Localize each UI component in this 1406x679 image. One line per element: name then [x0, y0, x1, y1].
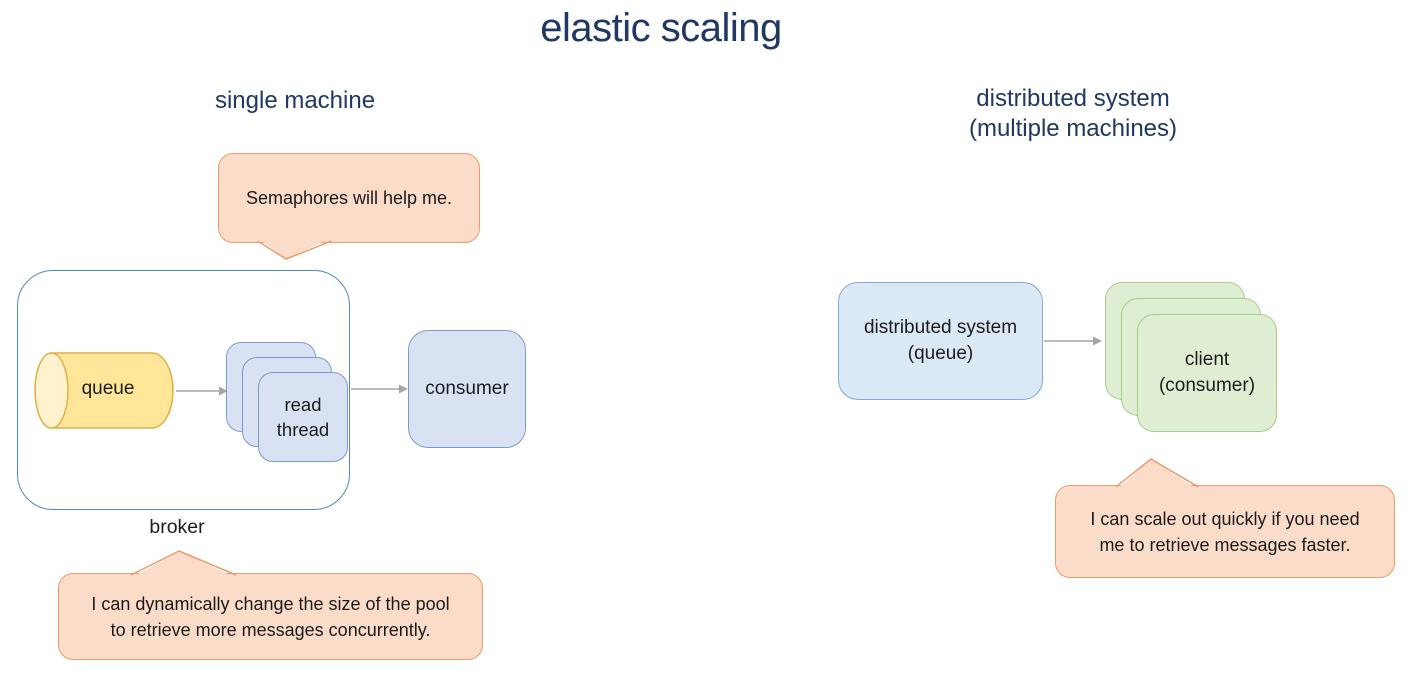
consumer-label: consumer [425, 378, 509, 399]
callout-pool-size-line2: to retrieve more messages concurrently. [110, 619, 431, 640]
page-title: elastic scaling [540, 6, 782, 50]
broker-label: broker [149, 516, 205, 538]
callout-tail-up-icon [1115, 458, 1199, 490]
left-section-heading: single machine [214, 87, 376, 114]
callout-pool-size-line1: I can dynamically change the size of the… [91, 593, 450, 614]
consumer-box: consumer [408, 330, 526, 448]
read-thread-label-line2: thread [276, 419, 330, 440]
right-section-heading-line1: distributed system [976, 85, 1170, 112]
client-label-line2: (consumer) [1158, 375, 1256, 396]
queue-label: queue [81, 378, 135, 399]
arrow-queue-to-clients-icon [1044, 336, 1102, 346]
callout-semaphores: Semaphores will help me. [218, 153, 480, 260]
broker-container-box [17, 270, 350, 510]
read-thread-label-line1: read [284, 394, 322, 415]
callout-pool-size: I can dynamically change the size of the… [58, 550, 483, 660]
callout-semaphores-text: Semaphores will help me. [245, 188, 453, 208]
read-thread-card-front: read thread [258, 372, 348, 462]
arrow-broker-to-consumer-icon [351, 384, 408, 394]
distributed-queue-line1: distributed system [863, 317, 1018, 338]
callout-scale-out: I can scale out quickly if you need me t… [1055, 458, 1395, 578]
right-section-heading-line2: (multiple machines) [968, 115, 1178, 142]
arrow-queue-to-threads-icon [176, 386, 228, 396]
callout-scale-out-line2: me to retrieve messages faster. [1099, 534, 1351, 555]
callout-tail-down-icon [257, 238, 332, 260]
queue-cylinder-icon [34, 352, 174, 429]
callout-scale-out-line1: I can scale out quickly if you need [1090, 508, 1360, 529]
distributed-queue-line2: (queue) [907, 343, 974, 364]
right-section-heading: distributed system (multiple machines) [923, 84, 1223, 144]
client-label-line1: client [1184, 349, 1230, 370]
distributed-queue-box: distributed system (queue) [838, 282, 1043, 400]
client-card-front: client (consumer) [1137, 314, 1277, 432]
callout-tail-up-icon [130, 550, 237, 578]
